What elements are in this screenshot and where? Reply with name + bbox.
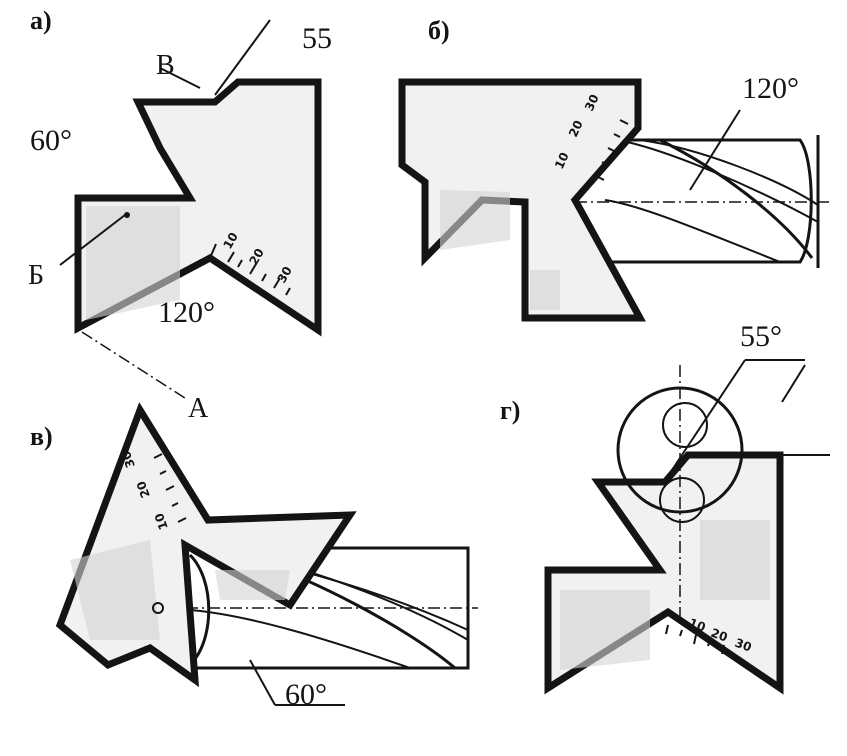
panel-a-angle-line (214, 19, 271, 96)
panel-a-point-v: В (156, 50, 175, 81)
panel-label-b: б) (428, 16, 450, 45)
panel-label-g: г) (500, 396, 521, 425)
panel-g-scale-30: 30 (733, 636, 753, 655)
panel-a-template: 10 20 30 (59, 19, 322, 399)
panel-a-angle-120: 120° (158, 296, 215, 329)
panel-b-angle-leader (689, 109, 741, 191)
panel-a-angle-60: 60° (30, 124, 72, 157)
panel-a-leader-b (59, 214, 126, 266)
panel-label-v: в) (30, 422, 53, 451)
panel-a-axis-line (81, 331, 186, 399)
panel-v-template: 10 20 30 (55, 402, 357, 706)
panel-v-scale-30: 30 (119, 449, 138, 469)
panel-v-scale: 10 20 30 (119, 449, 187, 532)
panel-v-scale-20: 20 (134, 479, 153, 499)
panel-a-leader-v (159, 67, 201, 89)
panel-b-angle-120: 120° (742, 72, 799, 105)
panel-a-angle-55: 55 (302, 22, 332, 55)
panel-g-scale-10: 10 (687, 616, 707, 635)
panel-v-angle-60: 60° (285, 678, 327, 711)
panel-g-scale: 10 20 30 (665, 616, 753, 655)
panel-b-scale-10: 10 (552, 150, 572, 171)
panel-v-angle-leader (249, 659, 276, 706)
panel-g-angle-55: 55° (740, 320, 782, 353)
panel-b-scale-20: 20 (566, 118, 586, 139)
panel-b-scale-30: 30 (582, 92, 602, 113)
panel-label-a: а) (30, 6, 52, 35)
panel-v-scale-10: 10 (152, 511, 171, 531)
panel-g-template: 10 20 30 (544, 359, 830, 695)
panel-b-template: 10 20 30 (398, 78, 741, 322)
panel-a-point-a: А (188, 393, 209, 424)
panel-b-drill (575, 135, 830, 268)
panel-g-angle-leader (667, 359, 746, 477)
panel-a-scale: 10 20 30 (220, 230, 295, 296)
panel-g-scale-20: 20 (709, 626, 729, 645)
panel-a-point-b: Б (28, 260, 45, 291)
panel-b-scale: 10 20 30 (552, 92, 629, 181)
